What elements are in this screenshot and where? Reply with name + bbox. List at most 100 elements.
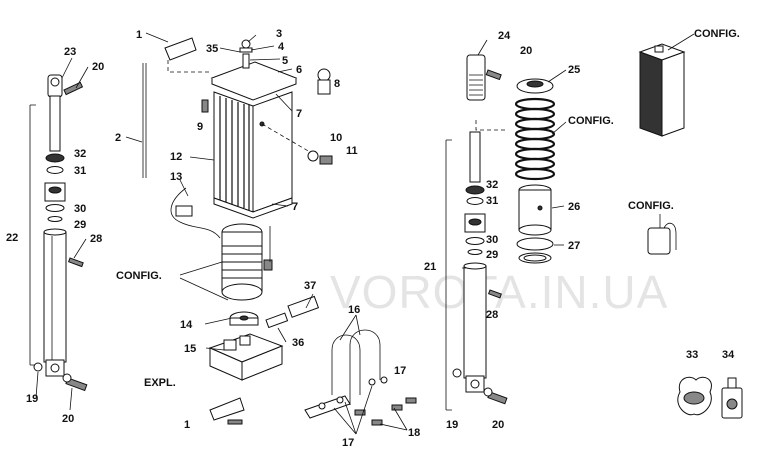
seal-31-left [46,166,64,174]
pin-19-right [452,368,462,378]
rods-and-brackets [142,37,245,425]
oil-bottle-34-neck [727,377,737,389]
label-config-spring: CONFIG. [568,115,614,127]
pump-motor-config [208,223,320,381]
label-19-left: 19 [26,393,38,405]
label-1-bottom: 1 [184,419,190,431]
sleeve-26 [518,189,552,231]
guide-nut-right-hole [468,218,482,226]
spring-assembly [514,78,556,264]
guide-nut-hole [48,186,62,194]
spring-cap-24-coils [469,74,483,96]
control-box-side [661,51,685,137]
nut-17c [368,378,376,386]
seal-31-right [466,197,484,205]
left-cylinder-assembly [29,74,88,392]
label-23: 23 [64,46,76,58]
label-32-left: 32 [74,148,86,160]
label-22: 22 [6,232,18,244]
spring-cap-24 [466,54,486,101]
label-30-left: 30 [74,203,86,215]
label-13: 13 [170,171,182,183]
sleeve-26-bottom [518,224,552,236]
label-24: 24 [498,30,511,42]
label-27: 27 [568,240,580,252]
seal-32-right [465,185,485,195]
cap-8 [317,68,331,82]
bolt-18a [354,409,366,416]
spring-seat-25-hole [526,80,544,88]
cylinder-foot-hole [50,363,60,373]
cylinder-tube-left [43,231,67,363]
ring-27b-inner [523,254,547,262]
label-17-bottom: 17 [342,437,354,449]
label-20-left-top: 20 [92,61,104,73]
manifold-15-side [241,345,283,381]
motor-terminal [263,259,273,271]
label-31-left: 31 [74,165,86,177]
label-28-right: 28 [486,309,498,321]
label-9: 9 [197,121,203,133]
label-20-right-top: 20 [520,45,532,57]
cylinder-tube-top [43,228,67,236]
leader-lines [35,32,695,435]
washer-4 [239,47,253,53]
label-33: 33 [686,349,698,361]
bracket-1-bottom [209,397,245,421]
bolt-18d [405,397,417,404]
label-1-top: 1 [136,29,142,41]
spring-seat-27 [516,237,554,251]
piston-rod-right [469,131,481,183]
heatsink-side [252,91,293,213]
bottom-plate-7 [213,197,293,219]
pump-disc-14-hole [239,315,249,321]
washer-20-right [483,387,493,397]
nut-17b [336,396,344,404]
label-31-right: 31 [486,195,498,207]
watermark: VOROTA.IN.UA [330,266,668,318]
label-29-left: 29 [74,219,86,231]
label-4: 4 [278,41,285,53]
piston-rod [49,95,61,152]
label-29-right: 29 [486,249,498,261]
manifold-valve-2 [239,335,251,346]
bracket-1-dash [167,60,210,73]
top-plate-side [211,78,297,101]
manifold-valve [223,339,237,351]
bolt-20-top [63,81,84,96]
label-19-right: 19 [446,419,458,431]
label-12: 12 [170,151,182,163]
u-bracket-16b [349,329,381,405]
bracket-21 [445,139,452,411]
label-15: 15 [184,343,196,355]
bracket-22 [29,104,36,366]
heatsink-fins [219,96,250,210]
label-config-motor: CONFIG. [116,270,162,282]
ring-30-left [45,204,65,212]
seal-32-left [45,153,65,163]
valve-37 [287,295,320,318]
label-16: 16 [348,304,360,316]
label-20-left-bottom: 20 [62,413,74,425]
label-5: 5 [282,55,288,67]
right-dash [475,120,505,131]
connector-13 [175,205,193,217]
capacitor-wires [663,222,677,250]
grease-bag-33-label [683,391,705,405]
rod-eye-hole [50,77,60,87]
label-11: 11 [346,145,358,157]
bolt-5 [242,53,250,69]
oil-bottle-34-label [726,398,738,410]
bolt-18b [371,419,383,426]
label-config-capacitor: CONFIG. [628,200,674,212]
label-3: 3 [276,28,282,40]
label-7-bottom: 7 [292,201,298,213]
screw-1-bottom [227,419,243,425]
u-bracket-16a [331,334,361,395]
label-10: 10 [330,132,342,144]
label-6: 6 [296,64,302,76]
bracket-1-top [164,37,197,61]
spring-coils [514,97,556,181]
